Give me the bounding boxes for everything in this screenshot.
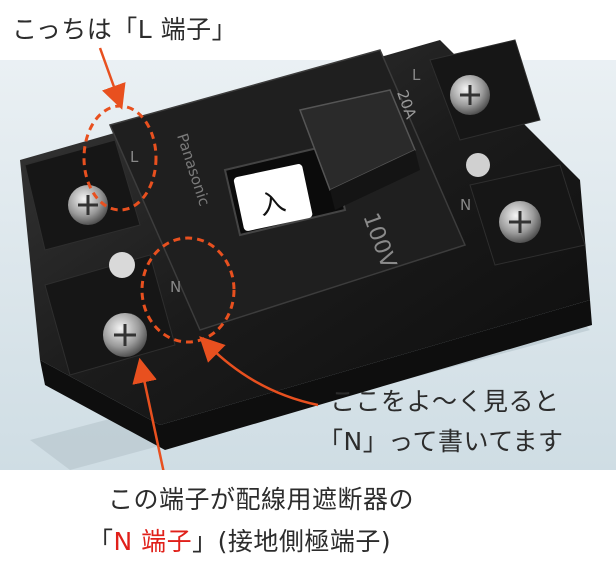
annotation-right-line2: 「N」って書いてます (318, 427, 564, 456)
arrow-to-n-terminal (132, 357, 167, 479)
arrow-to-l-terminal (98, 47, 126, 110)
bottom-open-bracket: 「 (88, 527, 114, 556)
annotation-right-line1: ここをよ～く見ると (330, 387, 560, 416)
annotation-top-label: こっちは「L 端子」 (12, 15, 238, 44)
bottom-rest: 」(接地側極端子) (192, 527, 392, 556)
terminal-label-left-bottom: N (170, 278, 181, 296)
terminal-label-right-top: L (412, 66, 421, 84)
terminal-label-left-top: L (130, 148, 139, 166)
n-terminal-highlight: N 端子 (113, 527, 193, 556)
annotation-bottom-line1: この端子が配線用遮断器の (108, 485, 415, 514)
terminal-label-right-bottom: N (460, 196, 471, 214)
arrow-to-n-mark (199, 336, 319, 407)
circuit-breaker: 入 20A 100V Panasonic L N L N (20, 39, 592, 470)
device-switch-mark: 入 (257, 187, 289, 222)
highlight-circle-n-terminal (140, 236, 236, 344)
annotation-bottom-line2: 「N 端子」(接地側極端子) (88, 522, 391, 558)
